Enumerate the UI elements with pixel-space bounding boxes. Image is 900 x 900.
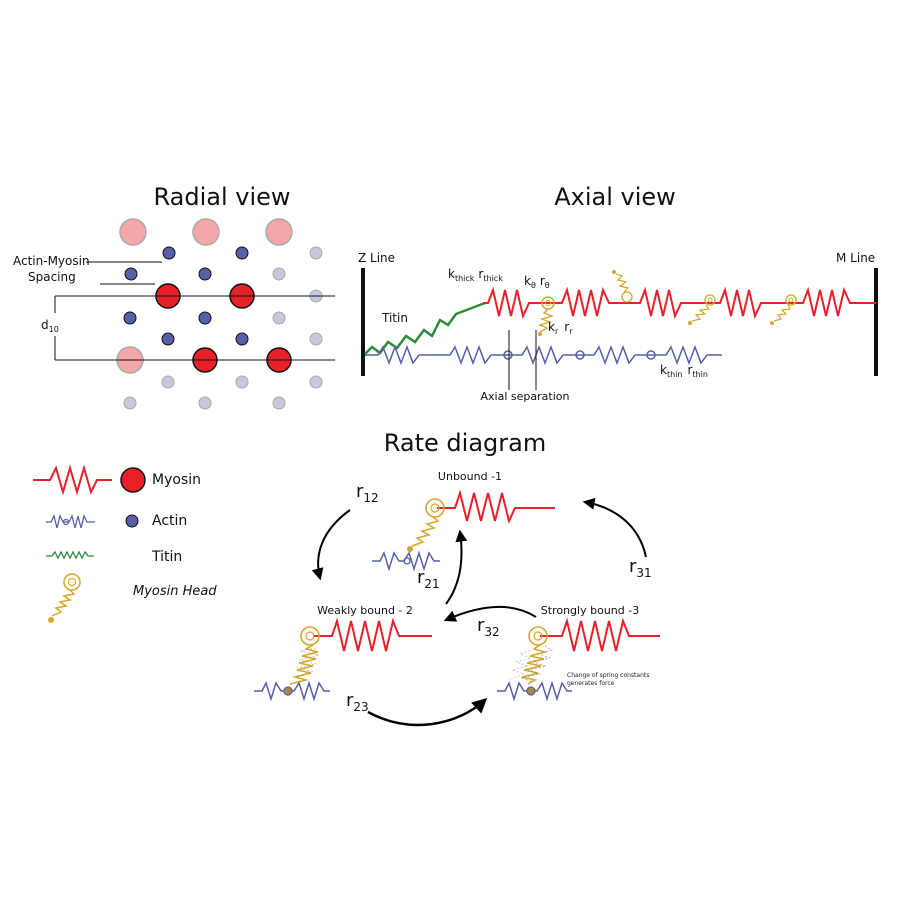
- arrow-r21: [445, 529, 468, 605]
- state-unbound-label: Unbound -1: [438, 470, 502, 483]
- state2-actin-spring: [254, 680, 330, 702]
- legend-myosin-head-label: Myosin Head: [133, 584, 217, 599]
- rate-diagram: Rate diagram Unbound -1 Weakly bound - 2…: [254, 429, 660, 727]
- spacing-label-line2: Spacing: [28, 270, 76, 284]
- rate-diagram-title: Rate diagram: [384, 429, 546, 457]
- actin-filament-faded: [272, 396, 286, 410]
- actin-filament: [124, 267, 138, 281]
- state1-actin-spring: [372, 550, 440, 572]
- state2-myosin-head: [289, 626, 320, 685]
- myosin-filament-faded: [192, 218, 220, 246]
- actin-filament-faded: [272, 311, 286, 325]
- axial-view-title: Axial view: [554, 183, 676, 211]
- rate-r31-label: r31: [629, 556, 652, 580]
- actin-filament: [235, 246, 249, 260]
- rate-r21-label: r21: [417, 567, 440, 591]
- state3-myosin-spring: [540, 617, 660, 652]
- state1-myosin-spring: [437, 489, 555, 524]
- m-line-label: M Line: [836, 251, 875, 265]
- titin-label: Titin: [381, 311, 408, 325]
- legend-myosin-spring: [33, 464, 112, 496]
- legend-myosin-circle: [120, 467, 146, 493]
- force-note-line1: Change of spring constants: [567, 672, 649, 679]
- legend-myosin-head-icon: [48, 573, 81, 623]
- state-strongly-bound-label: Strongly bound -3: [541, 604, 639, 617]
- state3-actin-site-bound: [526, 686, 536, 696]
- myosin-filament-faded: [265, 218, 293, 246]
- myosin-head: [538, 296, 555, 336]
- legend-actin-label: Actin: [152, 513, 187, 529]
- actin-binding-site: [503, 350, 513, 360]
- actin-filament-faded: [123, 396, 137, 410]
- rate-r23-label: r23: [346, 690, 369, 714]
- state2-myosin-spring: [313, 617, 432, 652]
- actin-filament: [235, 332, 249, 346]
- actin-filament-faded: [309, 332, 323, 346]
- actin-filament: [162, 246, 176, 260]
- actin-filament: [161, 332, 175, 346]
- force-note-line2: generates force: [567, 680, 615, 687]
- arrow-r12: [311, 509, 351, 581]
- legend-titin-spring: [46, 550, 94, 560]
- radial-view: Radial view Actin-Myo: [13, 183, 335, 410]
- legend-actin-site: [62, 518, 70, 526]
- arrow-r31: [582, 497, 647, 558]
- actin-filament-faded: [235, 375, 249, 389]
- myosin-filament-faded: [119, 218, 147, 246]
- actin-filament-faded: [198, 396, 212, 410]
- thick-filament-spring: [483, 286, 876, 320]
- d10-label: d10: [41, 318, 59, 334]
- myosin-head: [688, 294, 716, 325]
- state3-myosin-head: [507, 626, 553, 685]
- myosin-head: [612, 270, 633, 303]
- legend-myosin-label: Myosin: [152, 472, 201, 488]
- axial-separation-label: Axial separation: [481, 390, 570, 403]
- axial-view: Axial view Z Line M Line Titin: [358, 183, 878, 403]
- actin-filament-faded: [272, 267, 286, 281]
- actin-filament-faded: [309, 375, 323, 389]
- z-line-label: Z Line: [358, 251, 395, 265]
- actin-filament: [198, 267, 212, 281]
- actin-binding-site: [646, 350, 656, 360]
- legend-actin-spring: [46, 514, 95, 529]
- state-weakly-bound-label: Weakly bound - 2: [317, 604, 413, 617]
- actin-filament: [123, 311, 137, 325]
- legend-titin-label: Titin: [151, 549, 182, 565]
- rate-r32-label: r32: [477, 615, 500, 639]
- state1-actin-site: [403, 557, 411, 565]
- arrow-r32: [443, 605, 537, 622]
- spacing-label-line1: Actin-Myosin: [13, 254, 90, 268]
- thin-filament-spring: [365, 344, 722, 366]
- actin-filament-faded: [161, 375, 175, 389]
- legend: Myosin Actin Titin Myosin Head: [33, 464, 217, 623]
- actin-filament: [198, 311, 212, 325]
- arrow-r23: [367, 697, 488, 727]
- myosin-head: [770, 294, 797, 325]
- rate-r12-label: r12: [356, 481, 379, 505]
- radial-view-title: Radial view: [153, 183, 290, 211]
- legend-actin-circle: [125, 514, 139, 528]
- actin-filament-faded: [309, 246, 323, 260]
- state2-actin-site-bound: [283, 686, 293, 696]
- state3-actin-spring: [497, 680, 572, 702]
- state1-myosin-head: [407, 498, 445, 552]
- actin-binding-site: [575, 350, 585, 360]
